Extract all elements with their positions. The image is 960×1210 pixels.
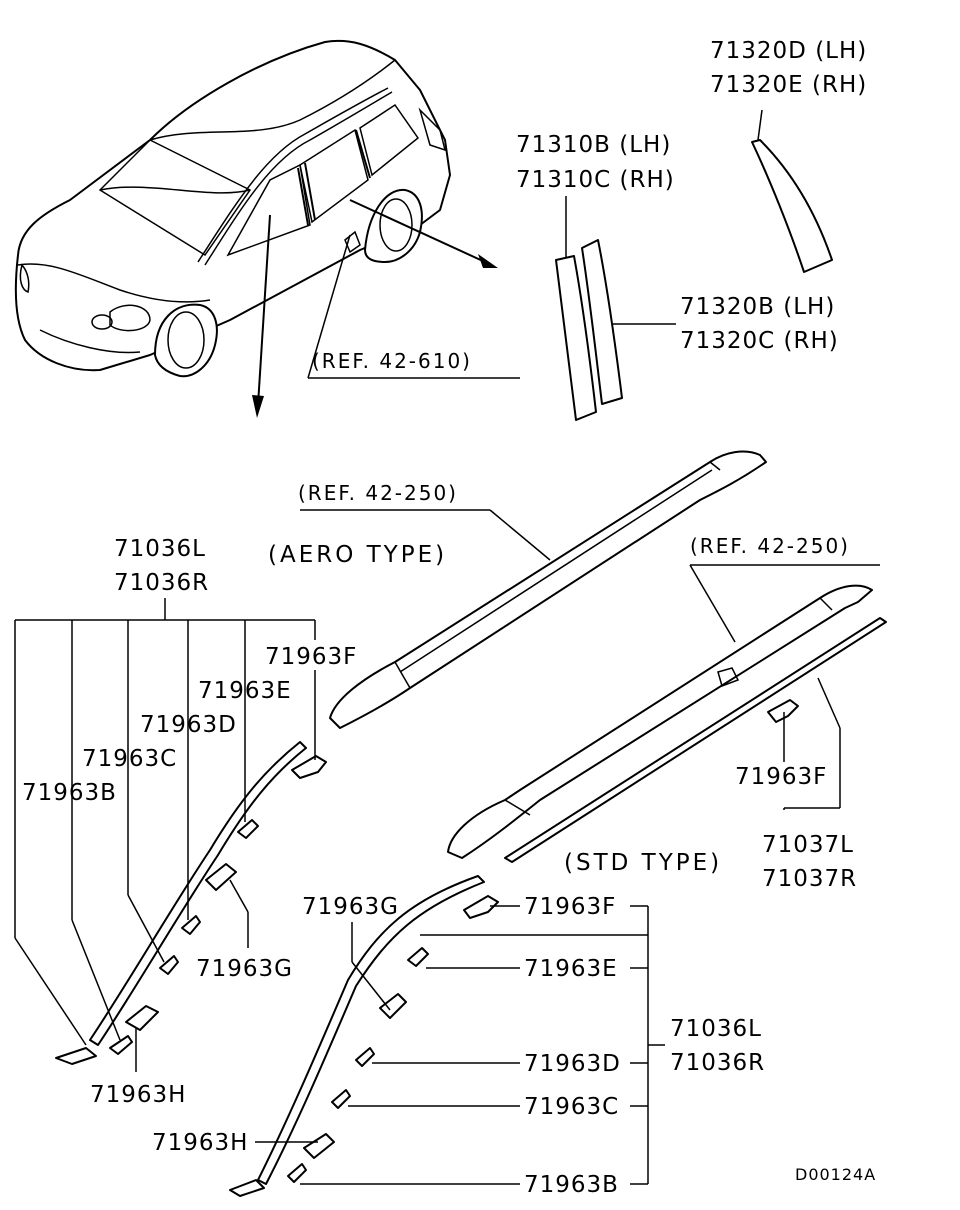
aero-roof-rail xyxy=(300,450,767,729)
label-aero-71963G: 71963G xyxy=(196,956,293,982)
aero-drip-molding xyxy=(55,741,327,1065)
label-ref-42-610: (REF. 42-610) xyxy=(312,349,472,373)
label-std-71963B: 71963B xyxy=(524,1172,619,1198)
std-drip-molding xyxy=(229,875,499,1197)
label-71320D: 71320D (LH) xyxy=(710,38,867,64)
label-ref-42-250-aero: (REF. 42-250) xyxy=(298,481,458,505)
pillar-trim-71320B xyxy=(581,239,676,405)
label-aero-71963C: 71963C xyxy=(82,746,177,772)
label-71037L: 71037L xyxy=(762,832,854,858)
label-std-71963G: 71963G xyxy=(302,894,399,920)
vehicle-arrows xyxy=(252,199,498,418)
label-std-71036R: 71036R xyxy=(670,1050,765,1076)
ref-42-610-leader xyxy=(307,234,520,379)
label-aero-71036L: 71036L xyxy=(114,536,206,562)
label-71320E: 71320E (RH) xyxy=(710,72,867,98)
vehicle-illustration xyxy=(14,39,451,378)
label-aero-type: (AERO TYPE) xyxy=(268,542,447,568)
label-71320C: 71320C (RH) xyxy=(680,328,839,354)
label-ref-42-250-std: (REF. 42-250) xyxy=(690,534,850,558)
label-aero-71963E: 71963E xyxy=(198,678,292,704)
label-71320B: 71320B (LH) xyxy=(680,294,835,320)
label-aero-71036R: 71036R xyxy=(114,570,209,596)
label-71310C: 71310C (RH) xyxy=(516,167,675,193)
label-aero-71963D: 71963D xyxy=(140,712,237,738)
label-71037R: 71037R xyxy=(762,866,857,892)
label-std-71963D: 71963D xyxy=(524,1051,621,1077)
std-leaders xyxy=(255,905,665,1185)
label-std-rail-71963F: 71963F xyxy=(735,764,827,790)
label-aero-71963B: 71963B xyxy=(22,780,117,806)
label-std-71963H: 71963H xyxy=(152,1130,248,1156)
pillar-trim-71320D xyxy=(751,109,833,273)
label-std-71036L: 71036L xyxy=(670,1016,762,1042)
label-aero-71963H: 71963H xyxy=(90,1082,186,1108)
label-aero-71963F: 71963F xyxy=(265,644,357,670)
label-std-71963F: 71963F xyxy=(524,894,616,920)
std-roof-rail xyxy=(447,564,887,863)
label-std-type: (STD TYPE) xyxy=(564,850,722,876)
label-std-71963C: 71963C xyxy=(524,1094,619,1120)
aero-leaders xyxy=(14,598,316,1072)
label-std-71963E: 71963E xyxy=(524,956,618,982)
label-71310B: 71310B (LH) xyxy=(516,132,671,158)
diagram-code: D00124A xyxy=(795,1165,876,1184)
pillar-trim-71310B xyxy=(555,196,597,421)
